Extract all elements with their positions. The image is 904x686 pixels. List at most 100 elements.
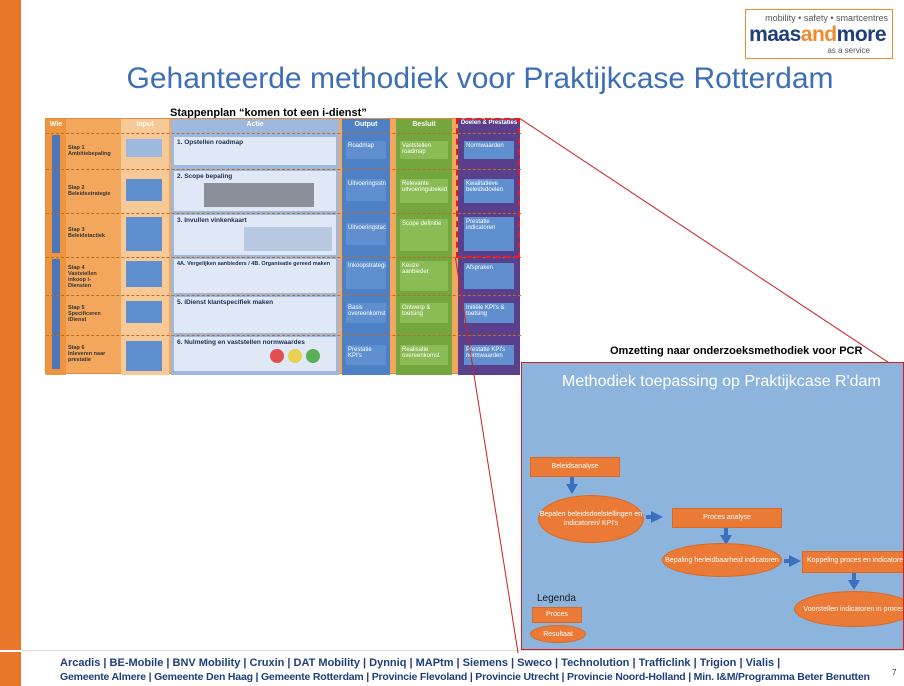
legend-proces: Proces bbox=[532, 607, 582, 623]
action-title: 4A. Vergelijken aanbieders / 4B. Organis… bbox=[177, 261, 331, 267]
besluit-cell: Relevante uitvoeringsbeleid bbox=[400, 179, 448, 203]
action-card: 6. Nulmeting en vaststellen normwaardes bbox=[174, 337, 336, 371]
doel-cell: Afspraken bbox=[464, 263, 514, 289]
arrow-down-icon bbox=[570, 477, 574, 485]
besluit-cell: Ontwerp & toetsing bbox=[400, 303, 448, 323]
column-header-wie: Wie bbox=[49, 121, 63, 128]
gauge-red-icon bbox=[270, 349, 284, 363]
legend-title: Legenda bbox=[537, 593, 576, 604]
logo-brand-more: more bbox=[836, 23, 887, 46]
column-header-input: Input bbox=[136, 121, 154, 128]
action-card: 1. Opstellen roadmap bbox=[174, 137, 336, 165]
legend-resultaat: Resultaat bbox=[530, 625, 586, 643]
step-label: Stap 6 Inleveren naar prestatie bbox=[68, 345, 106, 363]
arrow-down-icon bbox=[566, 484, 578, 494]
logo-brand-and: and bbox=[800, 23, 837, 46]
doel-cell: Initiële KPI's & toetsing bbox=[464, 303, 514, 323]
action-title: 5. iDienst klantspecifiek maken bbox=[177, 299, 274, 306]
node-proces-analyse: Proces analyse bbox=[672, 508, 782, 528]
column-header-doelen: Doelen & Prestaties bbox=[460, 120, 518, 126]
page-number: 7 bbox=[892, 668, 897, 677]
row-divider bbox=[46, 335, 521, 336]
arrow-down-icon bbox=[852, 573, 856, 581]
node-voorstellen: Voorstellen indicatoren in proces bbox=[794, 591, 903, 627]
gauge-yellow-icon bbox=[288, 349, 302, 363]
slide-title: Gehanteerde methodiek voor Praktijkcase … bbox=[126, 62, 834, 95]
output-cell: Roadmap bbox=[346, 141, 386, 159]
doel-cell: Kwalitatieve beleidsdoelen bbox=[464, 179, 514, 203]
input-box bbox=[126, 217, 162, 251]
action-title: 6. Nulmeting en vaststellen normwaardes bbox=[177, 339, 305, 346]
row-divider bbox=[46, 213, 521, 214]
maasandmore-logo: mobility • safety • smartcentres maasand… bbox=[745, 9, 893, 59]
node-bepalen: Bepalen beleidsdoelstellingen en indicat… bbox=[538, 495, 644, 543]
arrow-down-icon bbox=[720, 535, 732, 545]
doel-cell: Prestatie KPI's normwaarden bbox=[464, 345, 514, 365]
input-box bbox=[126, 139, 162, 157]
output-cell: Basis overeenkomst bbox=[346, 303, 386, 323]
column-output: Output bbox=[342, 119, 390, 375]
besluit-cell: Vaststellen roadmap bbox=[400, 141, 448, 159]
input-box bbox=[126, 301, 162, 323]
footer-partners: Arcadis | BE-Mobile | BNV Mobility | Cru… bbox=[60, 656, 890, 684]
gauge-green-icon bbox=[306, 349, 320, 363]
action-card: 4A. Vergelijken aanbieders / 4B. Organis… bbox=[174, 259, 336, 293]
method-panel: Methodiek toepassing op Praktijkcase R'd… bbox=[521, 362, 904, 650]
logo-service: as a service bbox=[827, 46, 870, 55]
action-card: 3. Invullen vinkenkaart bbox=[174, 215, 336, 255]
output-cell: Prestatie KPI's bbox=[346, 345, 386, 365]
method-panel-title: Methodiek toepassing op Praktijkcase R'd… bbox=[562, 373, 881, 390]
zoom-line-top bbox=[519, 118, 904, 376]
column-header-actie: Actie bbox=[246, 121, 264, 128]
input-box bbox=[126, 341, 162, 371]
doel-cell: Normwaarden bbox=[464, 141, 514, 159]
arrow-right-icon bbox=[789, 555, 801, 567]
arrow-down-icon bbox=[724, 528, 728, 536]
row-divider bbox=[46, 295, 521, 296]
besluit-cell: Keuze aanbieder bbox=[400, 261, 448, 291]
footer-line-1: Arcadis | BE-Mobile | BNV Mobility | Cru… bbox=[60, 657, 781, 669]
row-divider bbox=[46, 257, 521, 258]
node-bepaling: Bepaling herleidbaarheid indicatoren bbox=[662, 543, 782, 577]
action-title: 1. Opstellen roadmap bbox=[177, 139, 244, 146]
method-heading: Omzetting naar onderzoeksmethodiek voor … bbox=[610, 345, 863, 357]
column-wie: Wie bbox=[46, 119, 66, 375]
besluit-cell: Realisatie overeenkomst bbox=[400, 345, 448, 365]
node-beleidsanalyse: Beleidsanalyse bbox=[530, 457, 620, 477]
slide-sidebar-accent bbox=[0, 0, 21, 650]
node-koppeling: Koppeling proces en indicatoren bbox=[802, 551, 903, 573]
arrow-right-icon bbox=[646, 515, 652, 519]
doelen-highlight-box bbox=[456, 118, 520, 258]
arrow-right-icon bbox=[784, 559, 790, 563]
action-card: 5. iDienst klantspecifiek maken bbox=[174, 297, 336, 333]
action-title: 3. Invullen vinkenkaart bbox=[177, 217, 247, 224]
footer-line-2: Gemeente Almere | Gemeente Den Haag | Ge… bbox=[60, 671, 870, 683]
action-card: 2. Scope bepaling bbox=[174, 171, 336, 211]
process-chart-heading: Stappenplan “komen tot een i-dienst” bbox=[170, 107, 367, 119]
wie-bar-ocd bbox=[52, 135, 60, 253]
step-label: Stap 1 Ambitiebepaling bbox=[68, 145, 111, 157]
output-cell: Inkoopstrategie bbox=[346, 261, 386, 289]
logo-brand-maas: maas bbox=[749, 23, 801, 46]
input-box bbox=[126, 179, 162, 201]
input-box bbox=[126, 261, 162, 287]
footer-accent bbox=[0, 652, 21, 686]
process-matrix: Wie Input Actie Output Besluit Doelen & … bbox=[45, 118, 521, 375]
scope-image bbox=[204, 183, 314, 207]
output-cell: Uitvoeringsstrategie bbox=[346, 179, 386, 201]
arrow-down-icon bbox=[848, 580, 860, 590]
step-label: Stap 3 Beleidstactiek bbox=[68, 227, 105, 239]
row-divider bbox=[46, 133, 521, 134]
output-cell: Uitvoeringstactiek bbox=[346, 223, 386, 245]
row-divider bbox=[46, 169, 521, 170]
step-label: Stap 5 Specificeren iDienst bbox=[68, 305, 101, 323]
step-label: Stap 2 Beleidsstrategie bbox=[68, 185, 111, 197]
footer-divider bbox=[21, 650, 904, 651]
besluit-cell: Scope definitie bbox=[400, 219, 448, 251]
column-header-besluit: Besluit bbox=[412, 121, 436, 128]
logo-brand: maasandmore bbox=[749, 23, 886, 47]
arrow-right-icon bbox=[651, 511, 663, 523]
checklist-image bbox=[244, 227, 332, 251]
logo-tagline: mobility • safety • smartcentres bbox=[765, 13, 888, 23]
column-header-output: Output bbox=[354, 121, 378, 128]
